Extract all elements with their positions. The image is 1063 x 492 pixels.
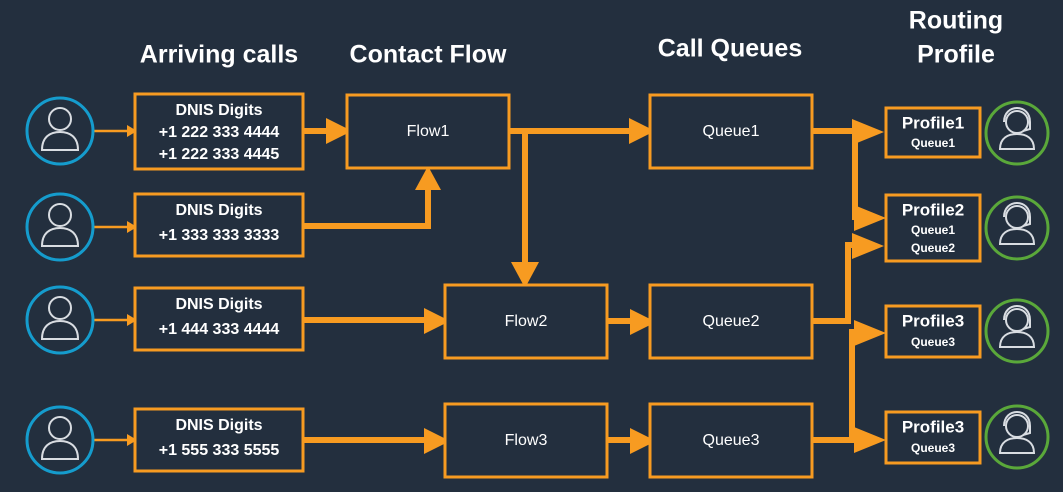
conn-queue1-profile2 [852, 131, 886, 231]
headset-agent-icon [998, 106, 1036, 150]
profile-2[interactable]: Profile2 Queue1 Queue2 [884, 193, 982, 263]
customer-circle [25, 192, 95, 262]
queue-label: Queue1 [703, 123, 760, 140]
conn-dnis4-flow3 [303, 428, 450, 454]
agent-circle [984, 298, 1050, 364]
profile-title: Profile3 [902, 417, 964, 436]
customer-circle [25, 405, 95, 475]
profile-title: Profile1 [902, 113, 964, 132]
customer-circle [25, 96, 95, 166]
column-heading-routing-profile-line2: Profile [917, 41, 995, 69]
conn-flow3-queue3 [607, 428, 656, 454]
flow-3[interactable]: Flow3 [443, 402, 609, 479]
queue-label: Queue2 [703, 313, 760, 330]
profile-title: Profile3 [902, 311, 964, 330]
flow-box-rect [443, 283, 609, 360]
queue-label: Queue3 [703, 432, 760, 449]
customer-3[interactable] [25, 285, 95, 355]
conn-dnis3-flow2 [303, 308, 450, 334]
profile-4[interactable]: Profile3 Queue3 [884, 410, 982, 465]
agent-circle [984, 195, 1050, 261]
profile-box-rect [884, 193, 982, 263]
customer-1[interactable] [25, 96, 95, 166]
dnis-number: +1 222 333 4445 [159, 146, 280, 163]
conn-dnis2-flow1 [303, 166, 441, 229]
column-heading-call-queues: Call Queues [658, 35, 803, 63]
customer-circle [25, 285, 95, 355]
dnis-box-rect [133, 192, 305, 258]
dnis-box-rect [133, 286, 305, 352]
dnis-title: DNIS Digits [175, 417, 262, 434]
conn-customer4-dnis4 [93, 434, 137, 446]
profile-queue: Queue1 [911, 136, 955, 150]
conn-flow1-flow2 [511, 131, 539, 288]
agent-2[interactable] [984, 195, 1050, 261]
headset-agent-icon [998, 201, 1036, 245]
dnis-number: +1 444 333 4444 [159, 321, 280, 338]
customer-2[interactable] [25, 192, 95, 262]
dnis-1[interactable]: DNIS Digits +1 222 333 4444 +1 222 333 4… [133, 92, 305, 171]
person-icon [40, 416, 80, 460]
agent-4[interactable] [984, 404, 1050, 470]
conn-flow1-queue1 [509, 118, 655, 144]
column-heading-routing-profile-line1: Routing [909, 7, 1003, 35]
profile-box-rect [884, 410, 982, 465]
profile-1[interactable]: Profile1 Queue1 [884, 106, 982, 159]
dnis-number: +1 555 333 5555 [159, 442, 280, 459]
profile-queue: Queue3 [911, 441, 955, 455]
column-heading-arriving-calls: Arriving calls [140, 41, 298, 69]
conn-dnis1-flow1 [303, 118, 352, 144]
dnis-2[interactable]: DNIS Digits +1 333 333 3333 [133, 192, 305, 258]
queue-3[interactable]: Queue3 [648, 402, 814, 479]
conn-customer3-dnis3 [93, 314, 137, 326]
headset-agent-icon [998, 410, 1036, 454]
connector-layer [93, 118, 886, 454]
person-icon [40, 203, 80, 247]
conn-customer2-dnis2 [93, 221, 137, 233]
column-heading-contact-flow: Contact Flow [350, 41, 507, 69]
dnis-title: DNIS Digits [175, 102, 262, 119]
profile-title: Profile2 [902, 200, 964, 219]
person-icon [40, 296, 80, 340]
queue-box-rect [648, 283, 814, 360]
agent-3[interactable] [984, 298, 1050, 364]
dnis-title: DNIS Digits [175, 296, 262, 313]
profile-3[interactable]: Profile3 Queue3 [884, 304, 982, 359]
dnis-box-rect [133, 407, 305, 473]
flow-2[interactable]: Flow2 [443, 283, 609, 360]
dnis-box-rect [133, 92, 305, 171]
flow-1[interactable]: Flow1 [345, 93, 511, 170]
flow-box-rect [443, 402, 609, 479]
headset-agent-icon [998, 304, 1036, 348]
conn-queue3-profile3 [849, 320, 886, 440]
person-icon [40, 107, 80, 151]
customer-4[interactable] [25, 405, 95, 475]
queue-box-rect [648, 93, 814, 170]
profile-box-rect [884, 304, 982, 359]
profile-queue: Queue1 [911, 223, 955, 237]
flow-box-rect [345, 93, 511, 170]
profile-queue: Queue3 [911, 335, 955, 349]
agent-circle [984, 404, 1050, 470]
flow-label: Flow2 [505, 313, 548, 330]
queue-box-rect [648, 402, 814, 479]
dnis-4[interactable]: DNIS Digits +1 555 333 5555 [133, 407, 305, 473]
conn-queue3-profile4 [812, 427, 886, 453]
conn-queue2-profile2 [812, 233, 884, 324]
agent-1[interactable] [984, 100, 1050, 166]
queue-2[interactable]: Queue2 [648, 283, 814, 360]
conn-customer1-dnis1 [93, 125, 137, 137]
dnis-3[interactable]: DNIS Digits +1 444 333 4444 [133, 286, 305, 352]
profile-box-rect [884, 106, 982, 159]
flow-label: Flow3 [505, 432, 548, 449]
agent-circle [984, 100, 1050, 166]
conn-flow2-queue2 [607, 309, 656, 335]
flow-label: Flow1 [407, 123, 450, 140]
profile-queue: Queue2 [911, 241, 955, 255]
queue-1[interactable]: Queue1 [648, 93, 814, 170]
dnis-number: +1 333 333 3333 [159, 227, 280, 244]
dnis-number: +1 222 333 4444 [159, 124, 280, 141]
dnis-title: DNIS Digits [175, 202, 262, 219]
